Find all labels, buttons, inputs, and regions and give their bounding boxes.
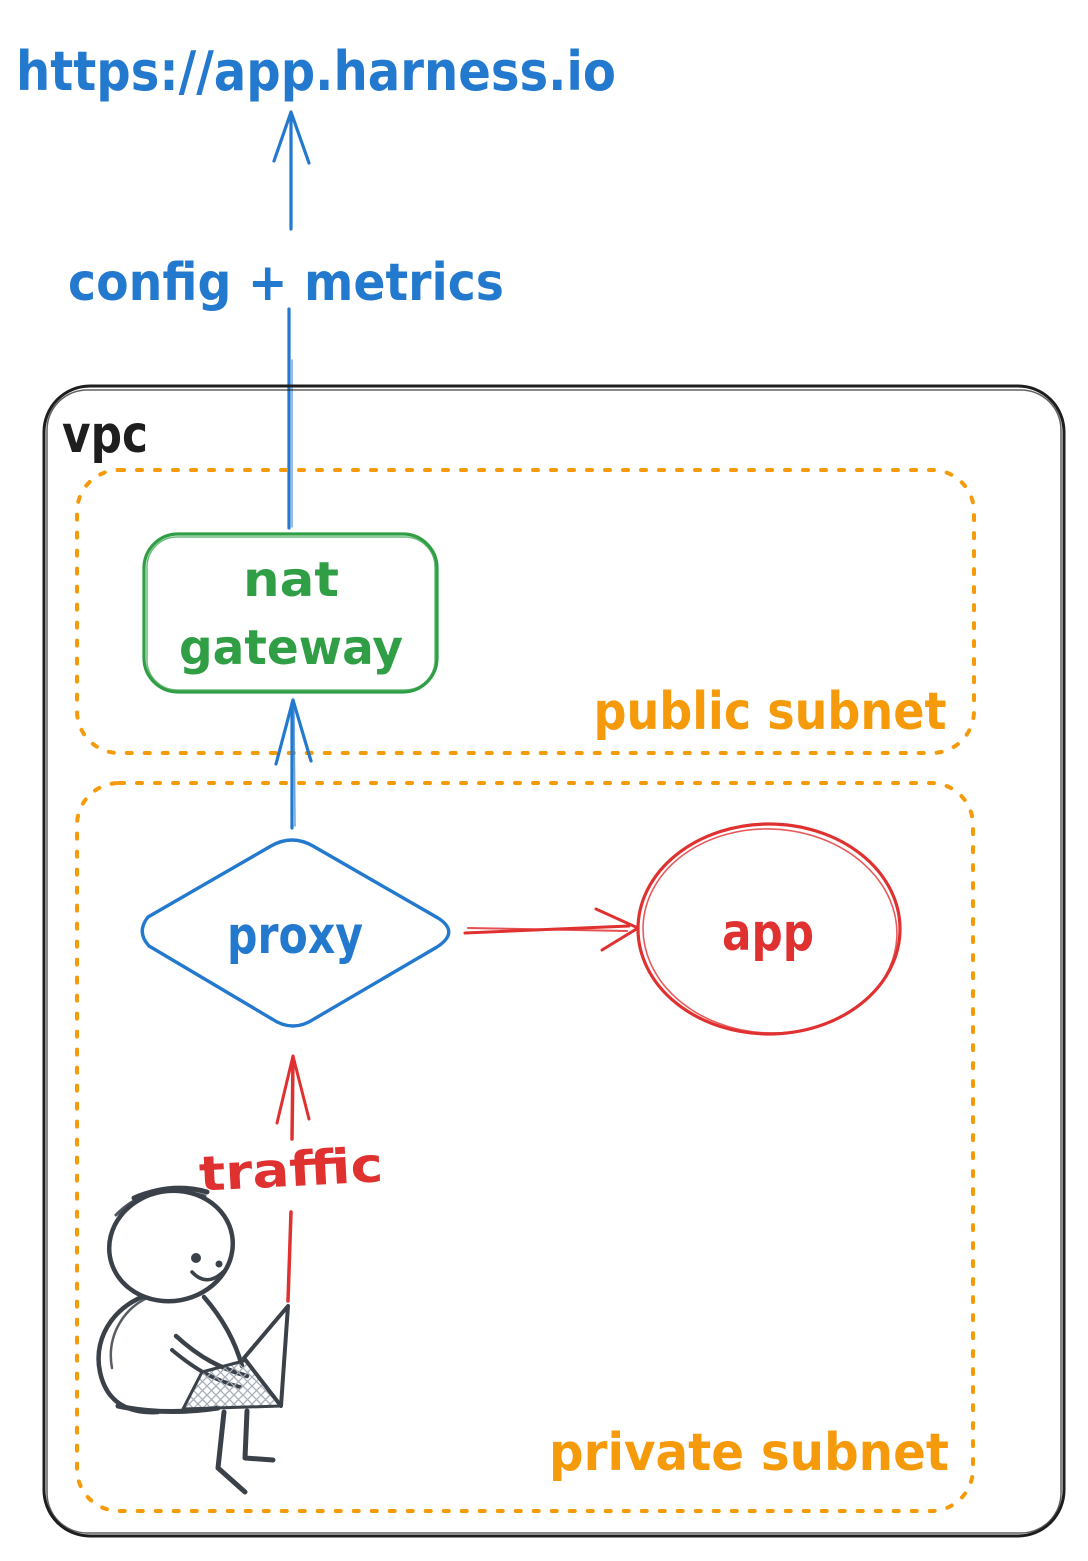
user-leg-back bbox=[215, 1409, 248, 1495]
nat-gateway-border-sketch bbox=[146, 536, 436, 691]
user-smile bbox=[190, 1269, 226, 1282]
user-eye-left bbox=[191, 1253, 201, 1263]
arrow-shaft-lower bbox=[286, 1210, 293, 1303]
user-chest-line bbox=[201, 1294, 245, 1369]
user-hair bbox=[131, 1185, 210, 1201]
traffic-arrow bbox=[275, 1054, 311, 1303]
external-url-label: https://app.harness.io bbox=[16, 40, 616, 103]
laptop-screen bbox=[242, 1304, 290, 1408]
proxy-node bbox=[140, 838, 451, 1028]
arrow-shaft-sketch bbox=[467, 927, 628, 932]
arrow-shaft-upper bbox=[290, 1056, 295, 1141]
user-body-sketch bbox=[109, 1294, 154, 1370]
proxy-to-app-arrow bbox=[463, 907, 640, 952]
vpc-label: vpc bbox=[62, 405, 148, 465]
private-subnet-label: private subnet bbox=[549, 1423, 949, 1483]
app-label: app bbox=[722, 903, 814, 963]
proxy-label: proxy bbox=[227, 906, 363, 966]
nat-gateway-label-line2: gateway bbox=[179, 620, 403, 676]
config-metrics-arrow bbox=[272, 110, 311, 530]
nat-gateway-border bbox=[142, 532, 439, 694]
nat-gateway-label-line1: nat bbox=[243, 552, 339, 608]
user-eye-right bbox=[215, 1260, 223, 1268]
user-leg-front bbox=[242, 1408, 276, 1463]
traffic-label: traffic bbox=[198, 1137, 385, 1203]
arrow-head-icon bbox=[274, 698, 313, 766]
arrow-head-icon bbox=[594, 907, 640, 952]
nat-gateway-node bbox=[142, 532, 439, 694]
arrow-head-icon bbox=[275, 1054, 311, 1125]
app-border-sketch bbox=[642, 828, 898, 1034]
user-figure bbox=[96, 1185, 290, 1495]
arrow-head-icon bbox=[272, 110, 311, 165]
config-metrics-label: config + metrics bbox=[68, 253, 504, 313]
arrow-shaft-sketch bbox=[293, 705, 296, 827]
vpc-border bbox=[42, 384, 1066, 1538]
public-subnet-label: public subnet bbox=[594, 682, 947, 742]
proxy-to-nat-arrow bbox=[274, 698, 313, 830]
vpc-border-sketch bbox=[46, 389, 1062, 1534]
vpc-container bbox=[42, 384, 1066, 1538]
public-subnet-boundary bbox=[75, 468, 976, 755]
